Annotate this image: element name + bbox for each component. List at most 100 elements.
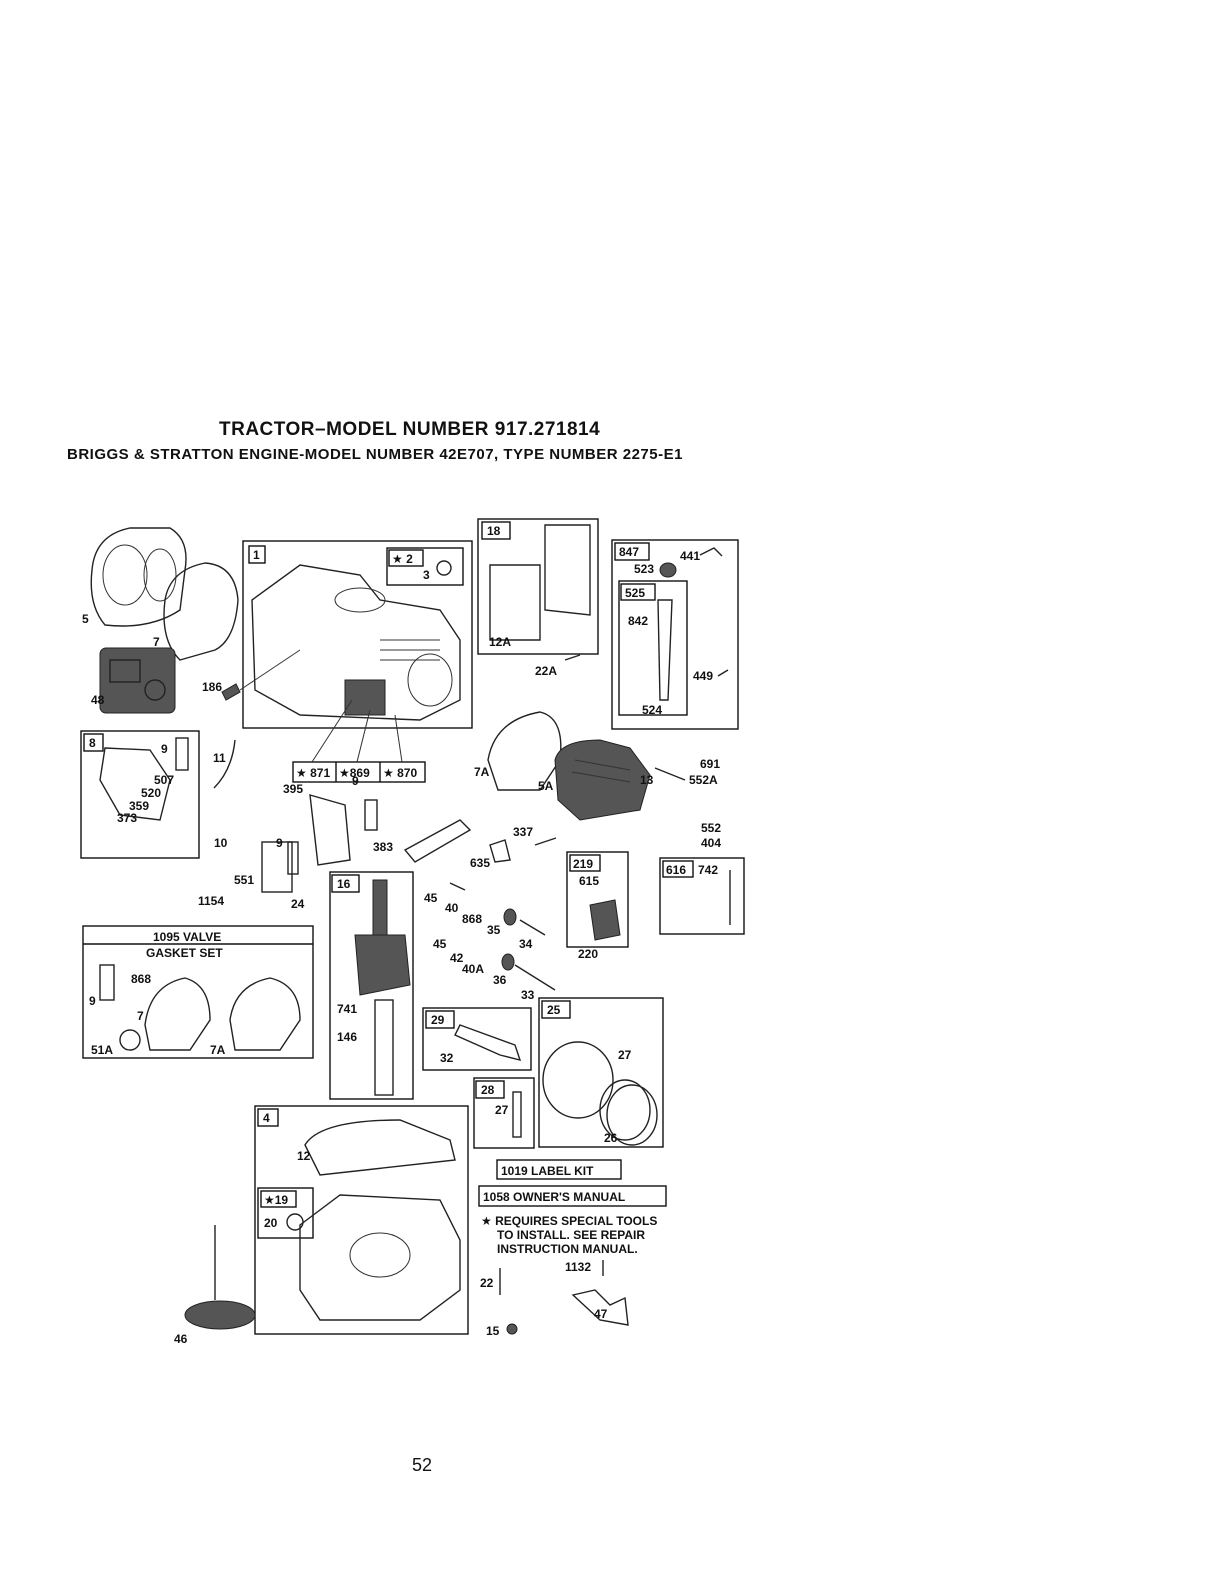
crankshaft-16 bbox=[354, 879, 411, 1096]
part-51A: 51A bbox=[91, 1043, 113, 1057]
assembly-box-847 bbox=[611, 539, 739, 730]
governor-housing-8 bbox=[99, 747, 171, 821]
part-42: 42 bbox=[450, 951, 464, 965]
part-449: 449 bbox=[693, 669, 713, 683]
part-523: 523 bbox=[634, 562, 654, 576]
part-7b: 7 bbox=[137, 1009, 144, 1023]
seal-51A bbox=[119, 1029, 141, 1051]
fitting-635 bbox=[489, 839, 511, 863]
part-395: 395 bbox=[283, 782, 303, 796]
seal-20 bbox=[286, 1213, 304, 1231]
part-20: 20 bbox=[264, 1216, 278, 1230]
part-13: 13 bbox=[640, 773, 654, 787]
dipstick-tube-525 bbox=[657, 547, 729, 701]
part-32: 32 bbox=[440, 1051, 454, 1065]
part-34: 34 bbox=[519, 937, 533, 951]
sensor-47 bbox=[571, 1289, 629, 1326]
part-12A: 12A bbox=[489, 635, 511, 649]
part-numbers: 5 7 48 186 3 12A 22A 441 523 842 449 524… bbox=[82, 549, 721, 1346]
label-525: 525 bbox=[625, 586, 645, 600]
label-kit-box bbox=[496, 1159, 622, 1180]
breather-tube-11 bbox=[213, 739, 236, 789]
part-842: 842 bbox=[628, 614, 648, 628]
part-552A: 552A bbox=[689, 773, 718, 787]
piston-25 bbox=[542, 1041, 658, 1146]
part-359: 359 bbox=[129, 799, 149, 813]
label-1: 1 bbox=[253, 548, 260, 562]
part-383: 383 bbox=[373, 840, 393, 854]
part-27G: 27 bbox=[618, 1048, 632, 1062]
label-219: 219 bbox=[573, 857, 593, 871]
part-11: 11 bbox=[213, 751, 226, 765]
note-line2: TO INSTALL. SEE REPAIR bbox=[497, 1228, 645, 1242]
part-146: 146 bbox=[337, 1030, 357, 1044]
part-48: 48 bbox=[91, 693, 105, 707]
breather-551 bbox=[261, 841, 293, 893]
part-24: 24 bbox=[291, 897, 305, 911]
diagram-title: TRACTOR–MODEL NUMBER 917.271814 bbox=[219, 419, 601, 440]
assembly-box-16 bbox=[329, 871, 414, 1100]
gasket-9c bbox=[287, 841, 299, 875]
part-742: 742 bbox=[698, 863, 718, 877]
part-36: 36 bbox=[493, 973, 507, 987]
valves bbox=[449, 882, 556, 991]
assembly-box-616 bbox=[659, 857, 745, 935]
part-47: 47 bbox=[594, 1307, 608, 1321]
special-tools-row bbox=[292, 761, 426, 783]
part-33: 33 bbox=[521, 988, 535, 1002]
label-19: ★19 bbox=[264, 1193, 288, 1207]
oil-sump-4 bbox=[299, 1119, 461, 1321]
cylinder-head-5A bbox=[554, 739, 651, 821]
part-7A: 7A bbox=[474, 765, 490, 779]
screw-22A bbox=[564, 654, 581, 661]
part-524: 524 bbox=[642, 703, 662, 717]
part-220: 220 bbox=[578, 947, 598, 961]
assembly-box-18 bbox=[477, 518, 599, 655]
assembly-box-525 bbox=[618, 580, 688, 716]
kit-title-line1: 1095 VALVE bbox=[153, 930, 221, 944]
part-45b: 45 bbox=[433, 937, 447, 951]
camshaft-46 bbox=[184, 1225, 256, 1330]
part-868a: 868 bbox=[462, 912, 482, 926]
governor-219 bbox=[589, 899, 621, 941]
connecting-rod-29 bbox=[454, 1024, 522, 1061]
assembly-box-28 bbox=[473, 1077, 535, 1149]
part-7: 7 bbox=[153, 635, 160, 649]
seal-3 bbox=[436, 560, 452, 576]
part-337: 337 bbox=[513, 825, 533, 839]
part-22: 22 bbox=[480, 1276, 494, 1290]
part-9c: 9 bbox=[276, 836, 283, 850]
owners-manual-text: 1058 OWNER'S MANUAL bbox=[483, 1190, 625, 1204]
part-404: 404 bbox=[701, 836, 721, 850]
piston-pin-27 bbox=[512, 1091, 522, 1138]
gasket-9a bbox=[175, 737, 189, 771]
part-27: 27 bbox=[495, 1103, 509, 1117]
part-186: 186 bbox=[202, 680, 222, 694]
part-552: 552 bbox=[701, 821, 721, 835]
part-868b: 868 bbox=[131, 972, 151, 986]
plug-186 bbox=[221, 683, 241, 701]
label-16: 16 bbox=[337, 877, 351, 891]
assembly-box-4 bbox=[254, 1105, 469, 1335]
part-441: 441 bbox=[680, 549, 700, 563]
assembly-box-19 bbox=[257, 1187, 314, 1239]
part-691: 691 bbox=[700, 757, 720, 771]
part-615: 615 bbox=[579, 874, 599, 888]
part-12: 12 bbox=[297, 1149, 311, 1163]
label-18: 18 bbox=[487, 524, 501, 538]
part-45a: 45 bbox=[424, 891, 438, 905]
gasket-9b bbox=[364, 799, 378, 831]
tube-383 bbox=[403, 819, 472, 863]
gasket-7A-b bbox=[229, 977, 301, 1051]
assembly-box-8 bbox=[80, 730, 200, 859]
gasket-7 bbox=[163, 562, 239, 661]
kit-title-line2: GASKET SET bbox=[146, 946, 223, 960]
assembly-box-219 bbox=[566, 851, 629, 948]
part-1132: 1132 bbox=[565, 1260, 591, 1274]
part-373: 373 bbox=[117, 811, 137, 825]
part-7A-b: 7A bbox=[210, 1043, 226, 1057]
part-3: 3 bbox=[423, 568, 430, 582]
label-4: 4 bbox=[263, 1111, 270, 1125]
part-551: 551 bbox=[234, 873, 254, 887]
